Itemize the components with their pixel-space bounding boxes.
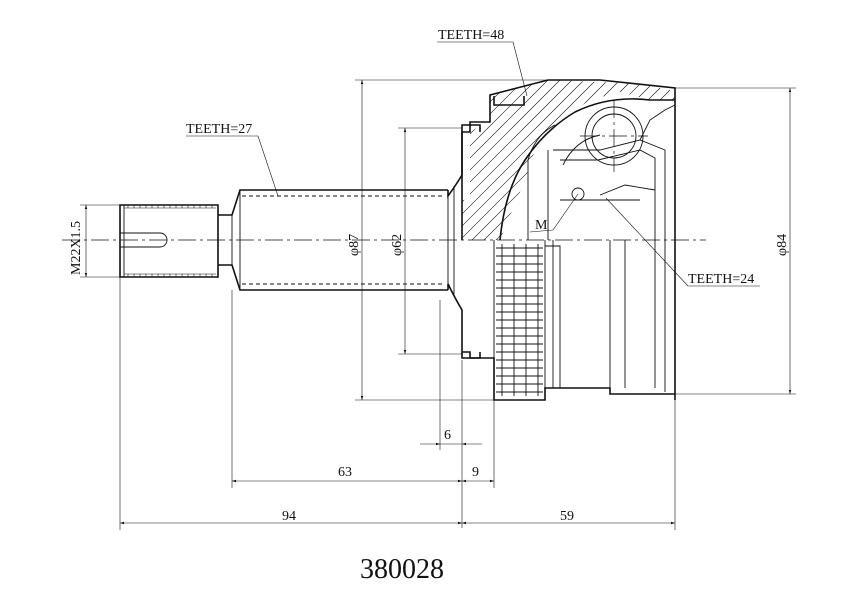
dim-dia-62: φ62 [390,127,462,355]
part-number: 380028 [360,554,444,585]
dia-84-text: φ84 [775,234,790,256]
dim-63-text: 63 [338,465,352,480]
dim-94-text: 94 [282,509,296,524]
thread-text: M22X1.5 [69,221,84,275]
dia-87-text: φ87 [347,234,362,256]
dim-59: 59 [462,394,676,530]
mark-m: M [535,218,548,233]
dim-dia-84: φ84 [675,87,796,395]
dim-63: 63 [231,290,462,488]
dim-59-text: 59 [560,509,574,524]
dia-62-text: φ62 [390,234,405,256]
teeth-24-text: TEETH=24 [688,272,754,287]
teeth-27-text: TEETH=27 [186,122,252,137]
dim-6: 6 [420,300,482,528]
label-teeth-27: TEETH=27 [186,122,279,197]
dim-94: 94 [119,277,462,530]
dim-9: 9 [462,400,495,488]
dim-9-text: 9 [472,465,479,480]
outer-housing [461,79,676,401]
dim-dia-87: φ87 [347,79,548,401]
teeth-48-text: TEETH=48 [438,28,504,43]
dim-6-text: 6 [444,428,451,443]
shaft [119,124,481,359]
label-teeth-24: TEETH=24 [605,197,760,287]
dim-thread: M22X1.5 [69,204,120,278]
label-teeth-48: TEETH=48 [437,28,528,97]
